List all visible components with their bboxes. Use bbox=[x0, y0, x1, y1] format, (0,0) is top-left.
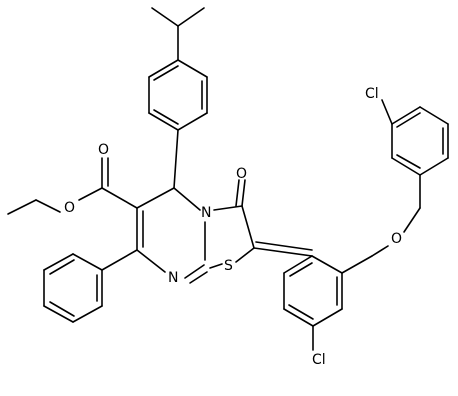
isopropylphenyl-ring bbox=[148, 59, 208, 131]
chlorobenzyl-ring bbox=[381, 99, 449, 176]
chlorine-label-bottom: Cl bbox=[312, 352, 326, 368]
pyrimidine-ring bbox=[136, 129, 208, 284]
ether-oxygen-label: O bbox=[391, 231, 402, 247]
ring-nitrogen-label: N bbox=[201, 205, 211, 221]
sulfur-label: S bbox=[224, 258, 233, 274]
chlorine-label-top: Cl bbox=[365, 86, 379, 102]
chlorobenzyloxyphenyl-ring bbox=[283, 245, 389, 351]
thiazolidinone-ring bbox=[209, 179, 255, 269]
imine-nitrogen-label: N bbox=[168, 270, 178, 286]
benzylidene-bond bbox=[253, 241, 313, 257]
ester-alkoxy-oxygen-label: O bbox=[64, 200, 75, 216]
benzyloxy-linker bbox=[403, 174, 421, 233]
ketone-oxygen-label: O bbox=[236, 166, 247, 182]
ester-carbonyl-oxygen-label: O bbox=[98, 142, 109, 158]
isopropyl-group bbox=[151, 7, 205, 61]
phenyl-ring bbox=[43, 249, 138, 323]
ethyl-ester bbox=[7, 157, 138, 215]
